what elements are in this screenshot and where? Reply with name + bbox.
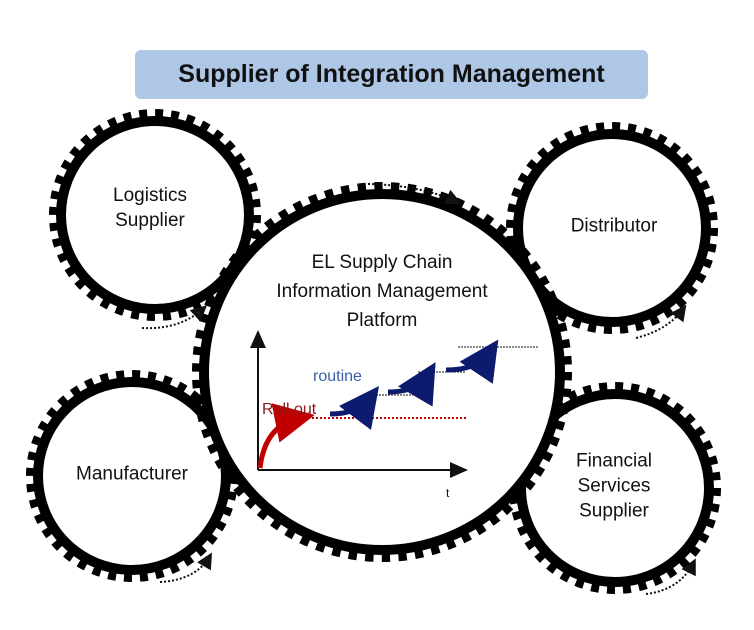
t-axis-label: t [446,486,450,500]
financial-line-1: Financial [575,450,653,472]
growth-chart: routine Roll out t [250,330,538,500]
manufacturer-line-1: Manufacturer [76,463,188,485]
center-gear-title: EL Supply Chain Information Management P… [232,248,532,335]
routine-label: routine [313,368,362,385]
gear-logistics [49,109,261,321]
gear-logistics-rim [56,116,254,314]
rollout-curve [257,403,315,469]
center-line-3: Platform [346,310,418,331]
distributor-line-1: Distributor [570,215,658,237]
gear-center-rim [199,189,565,555]
gear-financial-teeth [509,382,721,594]
gear-logistics-teeth [49,109,261,321]
rotation-arrow-manufacturer [159,552,213,583]
gear-distributor-teeth [506,122,718,334]
rollout-label: Roll out [262,401,317,418]
gear-label-financial: Financial Services Supplier [576,449,652,524]
gear-label-distributor: Distributor [571,214,658,239]
center-line-2: Information Management [276,281,488,302]
routine-step-2 [387,362,436,407]
title-banner: Supplier of Integration Management [135,50,648,99]
rotation-arrow-distributor [635,304,687,339]
routine-step-3 [445,339,499,384]
rotation-arrow-top [367,183,462,205]
gear-center [192,182,572,562]
gear-center-teeth [192,182,572,562]
banner-title: Supplier of Integration Management [178,60,605,88]
rotation-arrow-logistics [141,305,207,330]
gear-distributor-rim [513,129,711,327]
center-line-1: EL Supply Chain [311,252,453,273]
gear-label-logistics: Logistics Supplier [113,183,187,233]
rotation-arrow-financial [645,558,696,595]
routine-step-1 [329,386,380,431]
gear-distributor [506,122,718,334]
logistics-line-1: Logistics [113,185,187,206]
logistics-line-2: Supplier [115,210,185,231]
financial-line-2: Services [577,475,651,497]
financial-line-3: Supplier [579,500,649,522]
gear-label-manufacturer: Manufacturer [76,462,188,487]
